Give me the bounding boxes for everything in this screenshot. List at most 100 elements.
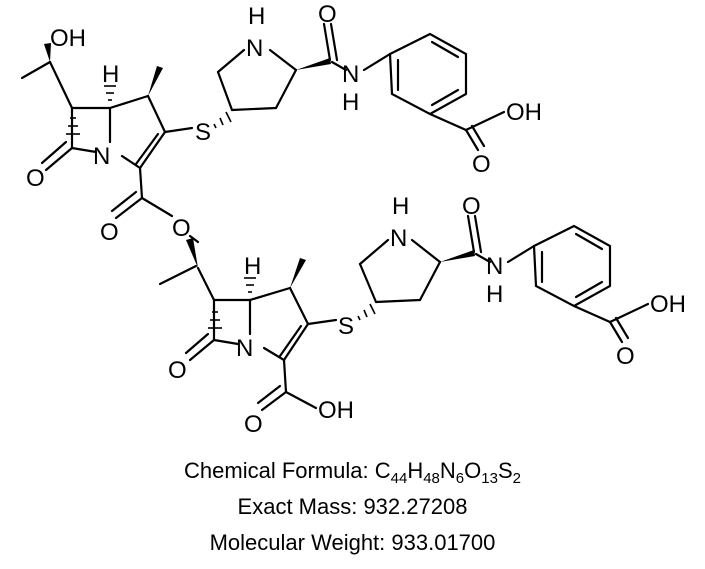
bond — [48, 60, 74, 110]
atom-label: OH — [318, 397, 354, 424]
bond — [216, 48, 246, 74]
formula-n: N6 — [439, 458, 465, 487]
atom-label: N — [342, 61, 359, 88]
bond — [466, 214, 476, 254]
molecular-weight: Molecular Weight: 933.01700 — [209, 530, 496, 555]
bond — [262, 346, 286, 362]
bond — [474, 252, 492, 264]
atom-label: O — [244, 411, 263, 438]
hashed-bond — [213, 111, 232, 129]
atom-label: OH — [50, 25, 86, 52]
bond — [20, 60, 52, 80]
atom-label: N — [486, 253, 503, 280]
atom-label: H — [248, 3, 265, 30]
bond — [284, 390, 318, 410]
atom-label: O — [616, 343, 635, 370]
bond — [108, 94, 150, 110]
bond — [278, 324, 303, 358]
bond — [428, 112, 468, 132]
bond — [574, 280, 604, 299]
bond — [418, 260, 442, 302]
bond — [212, 338, 240, 346]
bond — [473, 214, 483, 254]
bond — [216, 70, 234, 112]
bond — [184, 332, 210, 355]
bond — [146, 94, 167, 134]
atom-label: O — [472, 151, 491, 178]
atom-label: O — [26, 165, 45, 192]
wedge-bond — [148, 66, 163, 96]
bond — [196, 266, 216, 302]
bottom-carbapenem-unit: H N O S H N O N H OH O O OH — [158, 193, 686, 438]
bond — [430, 40, 460, 59]
atom-label: O — [318, 1, 337, 28]
bond — [158, 264, 198, 286]
bond — [140, 196, 174, 218]
wedge-bond — [440, 250, 475, 262]
wedge-bond — [186, 238, 198, 268]
atom-label: N — [246, 35, 263, 62]
atom-label: S — [195, 119, 211, 146]
bond — [574, 232, 604, 251]
bond — [40, 140, 68, 165]
atom-label: OH — [650, 291, 686, 318]
exact-mass: Exact Mass: 932.27208 — [237, 494, 468, 519]
bond — [608, 320, 624, 344]
bond — [256, 384, 282, 405]
bond — [188, 234, 200, 244]
bond — [110, 190, 138, 213]
bond — [430, 88, 460, 107]
bond — [138, 130, 167, 170]
bond — [322, 22, 332, 62]
atom-label: O — [168, 357, 187, 384]
bond — [44, 146, 74, 172]
atom-label: O — [172, 215, 191, 242]
atom-label: H — [244, 253, 261, 280]
bond — [614, 316, 630, 340]
benzene-ring — [532, 224, 612, 308]
bond — [410, 238, 442, 264]
bond — [329, 22, 339, 62]
bond — [506, 244, 536, 264]
bond — [282, 358, 288, 394]
atom-label: N — [390, 225, 407, 252]
bond — [163, 126, 194, 134]
bond — [572, 304, 612, 324]
hashed-bond — [104, 85, 116, 101]
bond — [260, 390, 288, 412]
bond — [306, 318, 338, 326]
formula-c: C44 — [374, 458, 408, 487]
atom-label: H — [392, 193, 409, 220]
atom-label: S — [338, 313, 354, 340]
bond — [248, 286, 292, 302]
bond — [464, 128, 480, 152]
bond — [120, 154, 142, 170]
atom-label: O — [462, 193, 481, 220]
bond — [374, 298, 422, 304]
bond — [470, 124, 486, 148]
atom-label: H — [342, 89, 359, 116]
bond — [330, 60, 348, 72]
wedge-bond — [296, 58, 331, 70]
atom-label: O — [100, 219, 119, 246]
formula-s: S2 — [497, 458, 521, 487]
atom-label: OH — [506, 99, 542, 126]
atom-label: N — [93, 143, 110, 170]
bond — [274, 68, 298, 110]
chemical-formula: Chemical Formula: C44H48N6O13S2 — [0, 458, 705, 487]
atom-label: H — [486, 281, 503, 308]
bond — [138, 166, 144, 200]
bond — [114, 196, 144, 220]
bond — [230, 106, 278, 112]
formula-o: O13 — [464, 458, 498, 487]
bond — [282, 322, 310, 362]
bond — [134, 132, 160, 166]
atom-label: N — [236, 335, 253, 362]
molecule-structure: OH H N O S H N O N H OH O O O — [20, 1, 686, 438]
bond — [268, 48, 298, 72]
ester-linkage: O O — [100, 166, 200, 246]
atom-label: H — [102, 61, 119, 88]
formula-label: Chemical Formula: — [184, 458, 375, 483]
bond — [288, 286, 310, 326]
top-carbapenem-unit: OH H N O S H N O N H OH O — [20, 1, 542, 192]
